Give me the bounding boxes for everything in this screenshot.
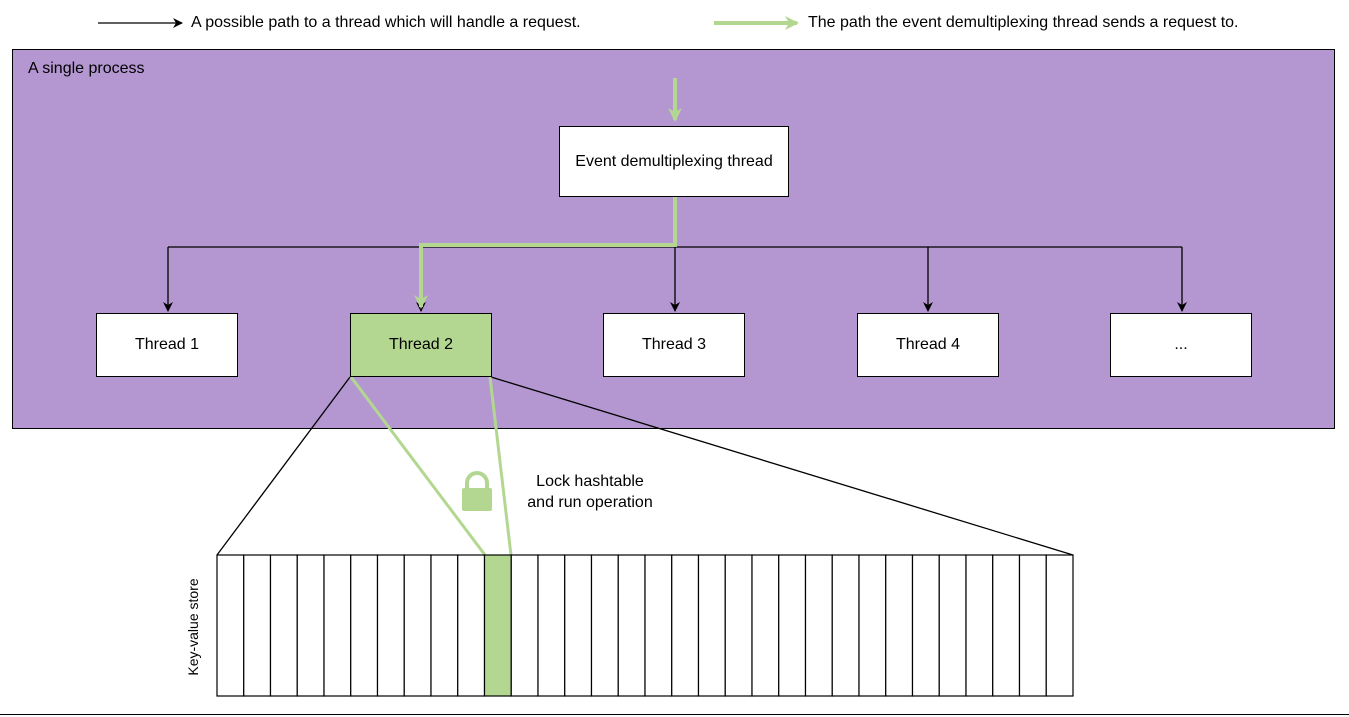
store-bucket [323, 554, 352, 697]
store-bucket [564, 554, 593, 697]
thread-box-more: ... [1110, 313, 1252, 377]
store-bucket [992, 554, 1021, 697]
store-bucket [938, 554, 967, 697]
lock-icon [462, 471, 492, 511]
lock-note-line-2: and run operation [527, 494, 653, 511]
store-bucket [296, 554, 325, 697]
event-demux-thread-box: Event demultiplexing thread [559, 126, 789, 197]
store-bucket [644, 554, 673, 697]
thread-label-3: Thread 3 [641, 336, 707, 353]
thread-label-1: Thread 1 [134, 336, 200, 353]
store-bucket [697, 554, 726, 697]
process-label: A single process [28, 60, 145, 77]
bottom-rule [0, 714, 1349, 715]
store-bucket [617, 554, 646, 697]
store-bucket [537, 554, 566, 697]
store-bucket [243, 554, 272, 697]
store-bucket [430, 554, 459, 697]
store-bucket [751, 554, 780, 697]
store-bucket [1018, 554, 1047, 697]
store-bucket [671, 554, 700, 697]
store-bucket [350, 554, 379, 697]
store-bucket [778, 554, 807, 697]
key-value-store-label: Key-value store [185, 578, 201, 676]
lock-note-line-1: Lock hashtable [536, 473, 644, 490]
store-bucket [590, 554, 619, 697]
thread-label-2: Thread 2 [388, 336, 454, 353]
store-bucket [831, 554, 860, 697]
store-bucket-locked [483, 554, 512, 697]
thread-box-1: Thread 1 [96, 313, 238, 377]
thread-box-4: Thread 4 [857, 313, 999, 377]
store-bucket [403, 554, 432, 697]
thread-box-2: Thread 2 [350, 313, 492, 377]
zoom-line-left [216, 376, 351, 556]
zoom-line-right [490, 376, 1074, 556]
thread-label-4: Thread 4 [895, 336, 961, 353]
event-demux-thread-label: Event demultiplexing thread [575, 152, 773, 170]
store-bucket [269, 554, 298, 697]
key-value-store [216, 554, 1074, 697]
legend-thin-arrow-label: A possible path to a thread which will h… [191, 14, 581, 31]
store-bucket [216, 554, 245, 697]
store-bucket [1045, 554, 1074, 697]
store-bucket [858, 554, 887, 697]
store-bucket [376, 554, 405, 697]
thread-box-3: Thread 3 [603, 313, 745, 377]
lock-line-left [349, 376, 487, 556]
lock-note: Lock hashtable and run operation [500, 471, 680, 513]
store-bucket [965, 554, 994, 697]
lock-line-right [488, 376, 513, 556]
store-bucket [457, 554, 486, 697]
thread-label-more: ... [1174, 336, 1188, 353]
store-bucket [885, 554, 914, 697]
store-bucket [510, 554, 539, 697]
store-bucket [724, 554, 753, 697]
store-bucket [911, 554, 940, 697]
store-bucket [804, 554, 833, 697]
selected-path-arrow [414, 197, 677, 309]
legend-green-arrow-label: The path the event demultiplexing thread… [808, 14, 1239, 31]
